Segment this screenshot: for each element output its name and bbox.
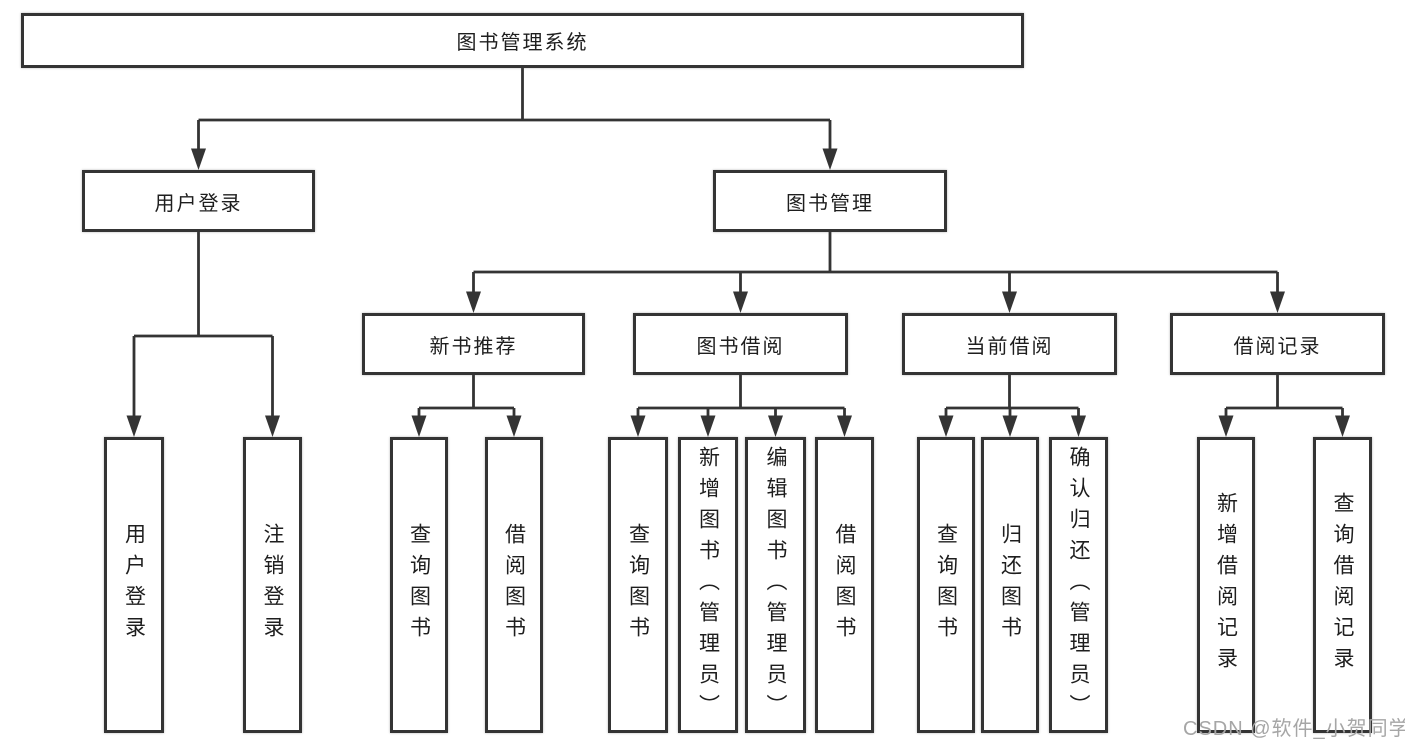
- leaf-return-book: 归还图书: [981, 437, 1039, 733]
- connector-book-borrow-to-leaves: [636, 375, 846, 421]
- connector-records-to-leaves: [1224, 375, 1344, 421]
- arrowhead: [1270, 291, 1285, 313]
- node-label: 确认归还（管理员）: [1067, 445, 1090, 725]
- arrowhead: [466, 291, 481, 313]
- leaf-borrow-books-recommend: 借阅图书: [485, 437, 543, 733]
- arrowhead: [1218, 415, 1234, 437]
- leaf-query-books-recommend: 查询图书: [390, 437, 448, 733]
- node-library-system: 图书管理系统: [21, 13, 1024, 68]
- arrowhead: [1335, 415, 1350, 437]
- arrowhead: [126, 415, 142, 437]
- arrowhead: [1071, 415, 1086, 437]
- leaf-query-books-current: 查询图书: [917, 437, 975, 733]
- watermark: CSDN @软件_小贺同学: [1183, 718, 1405, 740]
- leaf-query-borrow-record: 查询借阅记录: [1313, 437, 1372, 733]
- connector-new-book-to-leaves: [417, 375, 516, 421]
- node-label: 用户登录: [122, 523, 146, 647]
- leaf-user-login: 用户登录: [104, 437, 164, 733]
- leaf-add-borrow-record: 新增借阅记录: [1197, 437, 1255, 733]
- leaf-edit-book-admin: 编辑图书（管理员）: [745, 437, 806, 733]
- arrowhead: [938, 415, 954, 437]
- node-label: 当前借阅: [965, 335, 1054, 358]
- connector-current-borrow-to-leaves: [944, 375, 1080, 421]
- node-label: 新增借阅记录: [1214, 492, 1238, 678]
- arrowhead: [265, 415, 280, 437]
- arrowhead: [837, 415, 852, 437]
- arrowhead: [822, 148, 838, 170]
- leaf-query-books-borrow: 查询图书: [608, 437, 668, 733]
- node-current-borrowing: 当前借阅: [902, 313, 1117, 375]
- node-label: 查询图书: [407, 523, 431, 647]
- node-label: 借阅图书: [502, 523, 526, 647]
- node-label: 图书管理: [786, 192, 874, 215]
- arrowhead: [768, 415, 783, 437]
- node-label: 图书借阅: [696, 335, 785, 358]
- node-label: 图书管理系统: [456, 32, 589, 54]
- arrowhead: [191, 148, 206, 170]
- leaf-confirm-return-admin: 确认归还（管理员）: [1049, 437, 1108, 733]
- arrowheads: [126, 148, 1350, 437]
- arrowhead: [733, 291, 748, 313]
- arrowhead: [630, 415, 646, 437]
- node-label: 查询图书: [626, 523, 650, 647]
- arrowhead: [506, 415, 522, 437]
- node-label: 新书推荐: [429, 335, 518, 358]
- node-label: 归还图书: [998, 523, 1022, 647]
- arrowhead: [1002, 291, 1017, 313]
- leaf-add-book-admin: 新增图书（管理员）: [678, 437, 738, 733]
- node-new-book-recommend: 新书推荐: [362, 313, 585, 375]
- node-label: 借阅记录: [1233, 335, 1322, 358]
- leaf-logout: 注销登录: [243, 437, 302, 733]
- node-borrowing-records: 借阅记录: [1170, 313, 1385, 375]
- node-book-borrowing: 图书借阅: [633, 313, 848, 375]
- node-label: 用户登录: [154, 192, 243, 215]
- connector-book-mgmt-to-level3: [472, 232, 1279, 297]
- connector-root-to-level2: [197, 68, 832, 155]
- arrowhead: [1002, 415, 1018, 437]
- node-user-login-module: 用户登录: [82, 170, 315, 232]
- arrowhead: [700, 415, 716, 437]
- node-label: 新增图书（管理员）: [696, 445, 720, 725]
- leaf-borrow-books: 借阅图书: [815, 437, 874, 733]
- connector-user-login-to-leaves: [132, 232, 274, 420]
- node-book-management: 图书管理: [713, 170, 947, 232]
- node-label: 查询借阅记录: [1331, 492, 1354, 678]
- arrowhead: [411, 415, 427, 437]
- node-label: 借阅图书: [833, 523, 856, 647]
- node-label: 查询图书: [934, 523, 958, 647]
- node-label: 编辑图书（管理员）: [764, 445, 787, 725]
- node-label: 注销登录: [261, 523, 284, 647]
